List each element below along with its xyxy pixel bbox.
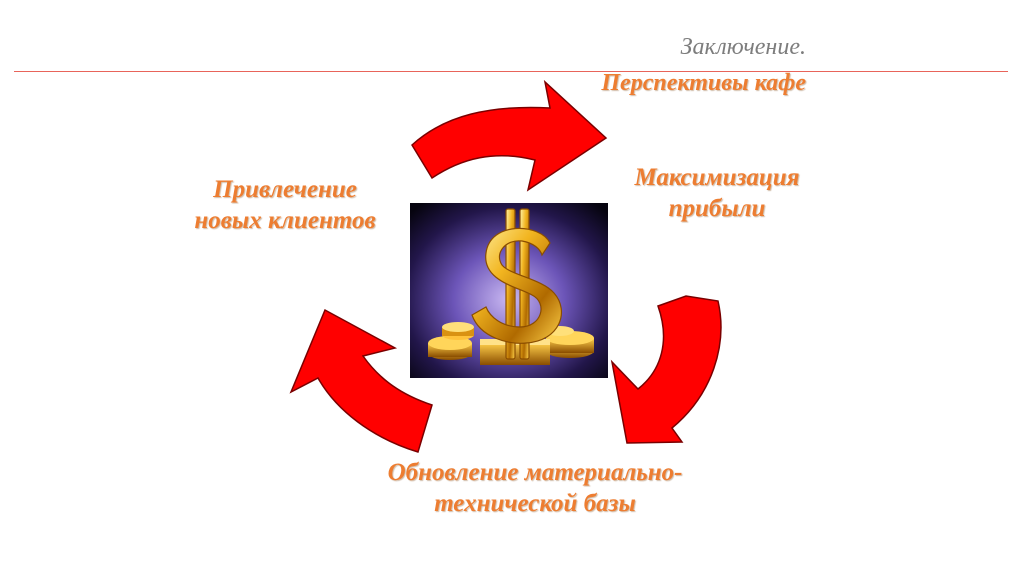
cycle-item-label: Привлечение (213, 176, 357, 203)
title-divider (14, 71, 1008, 72)
arrow-top-icon (411, 79, 608, 192)
arrow-left-icon (289, 308, 433, 453)
cycle-item-label: Обновление материально- (387, 459, 683, 486)
cycle-item-label: Максимизация (634, 164, 800, 191)
slide-subtitle: Перспективы кафе (601, 70, 806, 96)
cycle-item-profit: Максимизация прибыли (612, 163, 822, 224)
slide-title: Заключение. (680, 34, 806, 60)
cycle-item-label: новых клиентов (194, 206, 376, 234)
cycle-item-new-clients: Привлечение новых клиентов (180, 175, 390, 236)
cycle-item-base-update: Обновление материально- технической базы (380, 458, 690, 519)
cycle-item-label: прибыли (668, 194, 766, 222)
cycle-item-label: технической базы (434, 489, 636, 517)
arrow-right-icon (610, 295, 722, 444)
gold-dollar-sign-image (410, 203, 608, 378)
